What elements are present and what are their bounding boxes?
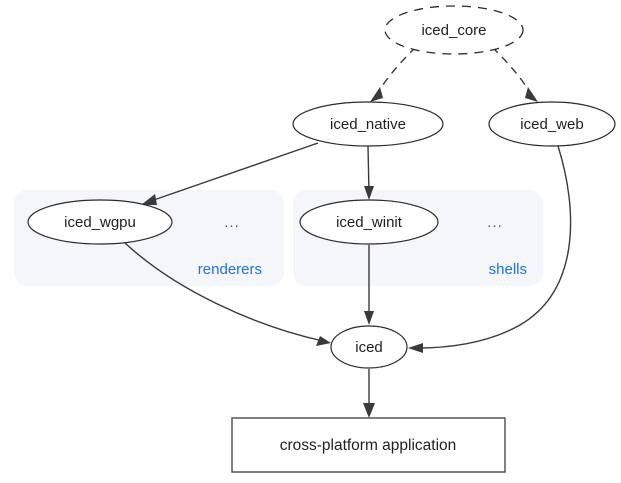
edge-iced-core-to-iced-web-arrowhead (525, 87, 538, 102)
node-iced-web-shape[interactable] (488, 101, 616, 147)
edge-iced-to-application (363, 369, 375, 418)
edge-iced-core-to-iced-native-line (374, 46, 417, 98)
edge-iced-core-to-iced-native-arrowhead (370, 87, 383, 102)
edge-iced-wgpu-to-iced-line (123, 241, 324, 342)
node-iced-core-label: iced_core (421, 22, 486, 39)
edge-iced-core-to-iced-web-line (491, 46, 534, 98)
shells-ellipsis-label: ... (487, 214, 503, 231)
renderers-ellipsis-label: ... (224, 214, 240, 231)
node-iced-winit-shape[interactable] (299, 199, 439, 245)
node-iced-web-label: iced_web (520, 116, 583, 133)
edge-iced-winit-to-iced-arrowhead (364, 311, 374, 325)
node-iced-core-shape[interactable] (384, 5, 524, 55)
edge-iced-web-to-iced (408, 145, 572, 353)
edge-iced-native-to-iced-wgpu-line (147, 142, 319, 203)
edge-iced-wgpu-to-iced-arrowhead (316, 336, 331, 346)
node-iced-winit[interactable]: iced_winit (299, 199, 439, 245)
node-cross-platform-application-shape[interactable] (231, 417, 506, 473)
node-iced-winit-label: iced_winit (336, 214, 403, 231)
node-iced-core[interactable]: iced_core (384, 5, 524, 55)
edge-iced-native-to-iced-winit (364, 145, 374, 200)
edge-iced-core-to-iced-web (491, 46, 538, 102)
edge-iced-native-to-iced-wgpu (141, 142, 319, 205)
node-iced-wgpu-shape[interactable] (27, 199, 173, 245)
node-iced-wgpu-label: iced_wgpu (64, 214, 136, 231)
edge-iced-wgpu-to-iced (123, 241, 331, 346)
cluster-renderers-label: renderers (198, 261, 262, 278)
node-iced-native-label: iced_native (330, 116, 406, 133)
node-iced-wgpu[interactable]: iced_wgpu (27, 199, 173, 245)
node-iced-web[interactable]: iced_web (488, 101, 616, 147)
edge-iced-core-to-iced-native (370, 46, 417, 102)
cluster-shells-label: shells (489, 261, 527, 278)
node-iced-shape[interactable] (330, 325, 408, 369)
node-iced-label: iced (355, 339, 383, 356)
edge-iced-to-application-arrowhead (363, 403, 375, 418)
edge-iced-web-to-iced-line (415, 145, 572, 349)
edge-iced-native-to-iced-wgpu-arrowhead (141, 194, 157, 205)
node-cross-platform-application-label: cross-platform application (280, 437, 457, 454)
node-iced-native[interactable]: iced_native (292, 101, 444, 147)
edge-iced-native-to-iced-winit-line (367, 145, 370, 194)
edge-iced-native-to-iced-winit-arrowhead (364, 186, 374, 200)
node-iced-native-shape[interactable] (292, 101, 444, 147)
edge-iced-winit-to-iced (364, 245, 374, 325)
node-cross-platform-application[interactable]: cross-platform application (231, 417, 506, 473)
edge-iced-web-to-iced-arrowhead (408, 343, 423, 353)
node-iced[interactable]: iced (330, 325, 408, 369)
